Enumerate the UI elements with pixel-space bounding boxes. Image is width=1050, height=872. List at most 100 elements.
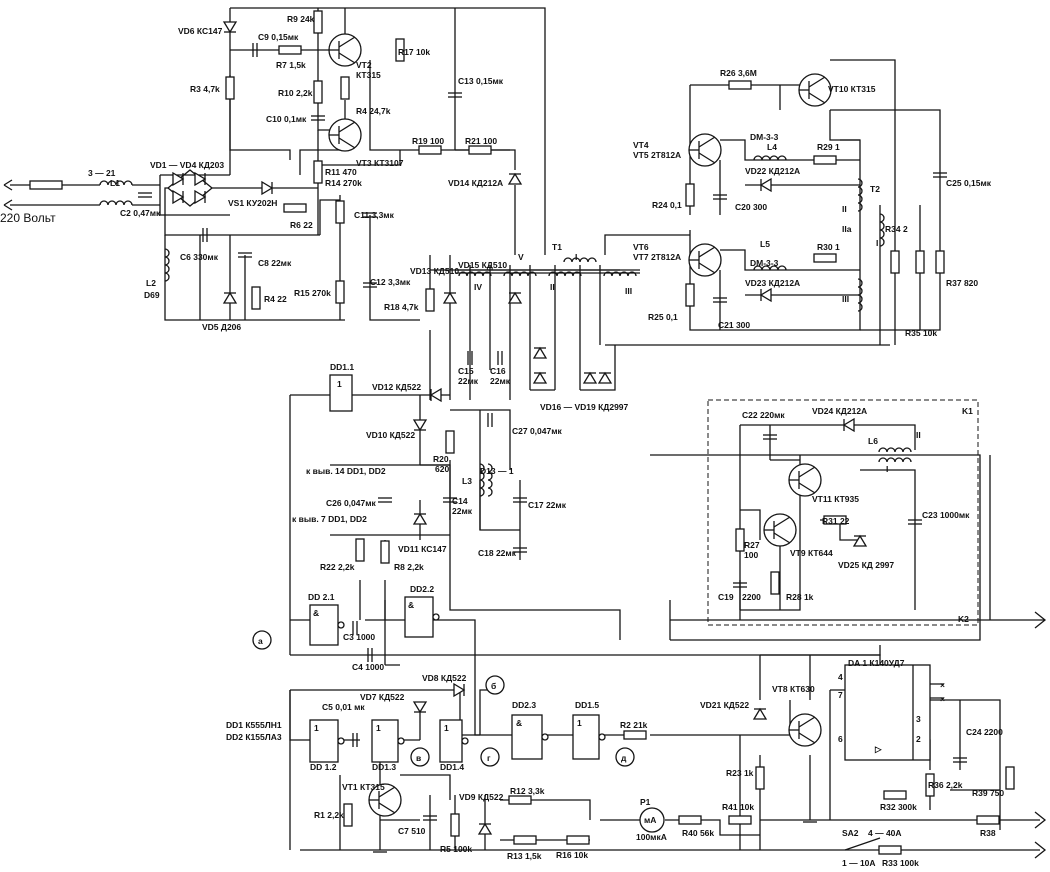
label-vd6: VD6 КС147 [178, 26, 223, 36]
opamp-triangle: ▷ [874, 744, 883, 754]
marker-d: д [621, 753, 627, 763]
label-r8: R8 2,2k [394, 562, 424, 572]
label-l6-winding-i: I [886, 464, 888, 474]
label-vd23: VD23 КД212А [745, 278, 800, 288]
label-l3: L3 [462, 476, 472, 486]
label-r9: R9 24k [287, 14, 315, 24]
label-r26: R26 3,6М [720, 68, 757, 78]
label-vd22: VD22 КД212А [745, 166, 800, 176]
label-vd15: VD15 КД510 [458, 260, 507, 270]
label-r19: R19 100 [412, 136, 444, 146]
label-dd1-1: DD1.1 [330, 362, 354, 372]
label-vt11: VT11 КТ935 [812, 494, 859, 504]
label-c14-value: 22мк [452, 506, 473, 516]
label-vt2: VT2 [356, 60, 372, 70]
label-sa2-range-high: 4 — 40А [868, 828, 902, 838]
label-dm-l5: DM-3-3 [750, 258, 779, 268]
label-r5: R5 100k [440, 844, 472, 854]
label-r39: R39 750 [972, 788, 1004, 798]
label-r22: R22 2,2k [320, 562, 355, 572]
label-r20-value: 620 [435, 464, 449, 474]
marker-g: г [487, 753, 491, 763]
label-vt1: VT1 КТ315 [342, 782, 385, 792]
label-c23: C23 1000мк [922, 510, 970, 520]
label-r28: R28 1k [786, 592, 814, 602]
label-vd21: VD21 КД522 [700, 700, 749, 710]
label-vd12: VD12 КД522 [372, 382, 421, 392]
label-vt9: VT9 КТ644 [790, 548, 833, 558]
label-r10: R10 2,2k [278, 88, 313, 98]
label-r29: R29 1 [817, 142, 840, 152]
label-l5: L5 [760, 239, 770, 249]
label-vd9: VD9 КД522 [459, 792, 504, 802]
gate-sign-dd2-2: & [408, 600, 414, 610]
label-r30: R30 1 [817, 242, 840, 252]
pin-7: 7 [838, 690, 843, 700]
label-vt3: VT3 КТ3107 [356, 158, 404, 168]
label-c20: C20 300 [735, 202, 767, 212]
label-c27: C27 0,047мк [512, 426, 563, 436]
label-r4b: R4 22 [264, 294, 287, 304]
label-c8: C8 22мк [258, 258, 292, 268]
label-r27-value: 100 [744, 550, 758, 560]
label-r24: R24 0,1 [652, 200, 682, 210]
label-t1-winding-v: V [518, 252, 524, 262]
label-l2: L2 [146, 278, 156, 288]
label-t1-winding-i: I [575, 252, 577, 262]
label-vt6: VT6 [633, 242, 649, 252]
gate-sign-dd1-1: 1 [337, 379, 342, 389]
marker-v: в [416, 753, 421, 763]
label-c19: C19 [718, 592, 734, 602]
label-l1: L1 [110, 178, 120, 188]
label-l6: L6 [868, 436, 878, 446]
gate-sign-dd2-1: & [313, 608, 319, 618]
label-vd11: VD11 КС147 [398, 544, 447, 554]
label-t2-winding-iii: III [842, 294, 849, 304]
pin-mark-unused-1: × [940, 680, 945, 690]
label-c16: C16 [490, 366, 506, 376]
label-c26: C26 0,047мк [326, 498, 377, 508]
label-p1-range: 100мкА [636, 832, 667, 842]
gate-sign-dd1-3: 1 [376, 723, 381, 733]
marker-b: б [491, 681, 496, 691]
label-vd5: VD5 Д206 [202, 322, 241, 332]
label-sa2-range-low: 1 — 10А [842, 858, 876, 867]
label-vd1-vd4: VD1 — VD4 КД203 [150, 160, 224, 170]
components [3, 10, 1047, 859]
label-r18: R18 4,7k [384, 302, 419, 312]
label-t2-winding-i: I [876, 238, 878, 248]
label-k2: K2 [958, 614, 969, 624]
label-r2: R2 21k [620, 720, 648, 730]
label-r15: R15 270k [294, 288, 331, 298]
label-r36: R36 2,2k [928, 780, 963, 790]
label-r37: R37 820 [946, 278, 978, 288]
label-r3: R3 4,7k [190, 84, 220, 94]
label-to-pin14: к выв. 14 DD1, DD2 [306, 466, 386, 476]
label-vd24: VD24 КД212А [812, 406, 867, 416]
label-dd2-type: DD2 К155ЛА3 [226, 732, 282, 742]
mains-label: 220 Вольт [0, 211, 56, 225]
label-vd10: VD10 КД522 [366, 430, 415, 440]
label-dd2-3: DD2.3 [512, 700, 536, 710]
label-c13: C13 0,15мк [458, 76, 504, 86]
label-c15: C15 [458, 366, 474, 376]
label-r35: R35 10k [905, 328, 937, 338]
label-r21: R21 100 [465, 136, 497, 146]
label-r11: R11 470 [325, 167, 357, 177]
label-dd1-2: DD 1.2 [310, 762, 337, 772]
label-dd1-type: DD1 К555ЛН1 [226, 720, 282, 730]
gate-sign-dd1-5: 1 [577, 718, 582, 728]
label-c17: C17 22мк [528, 500, 567, 510]
gate-sign-dd2-3: & [516, 718, 522, 728]
label-r16: R16 10k [556, 850, 588, 860]
pin-4: 4 [838, 672, 843, 682]
label-vt7: VT7 2Т812А [633, 252, 681, 262]
label-t2-winding-ii: II [842, 204, 847, 214]
label-r38: R38 [980, 828, 996, 838]
label-t1-winding-iv: IV [474, 282, 482, 292]
label-dd1-5: DD1.5 [575, 700, 599, 710]
label-c22: C22 220мк [742, 410, 785, 420]
label-c16-value: 22мк [490, 376, 511, 386]
da1-pin-numbers: 4 7 3 6 2 × × [838, 672, 945, 744]
